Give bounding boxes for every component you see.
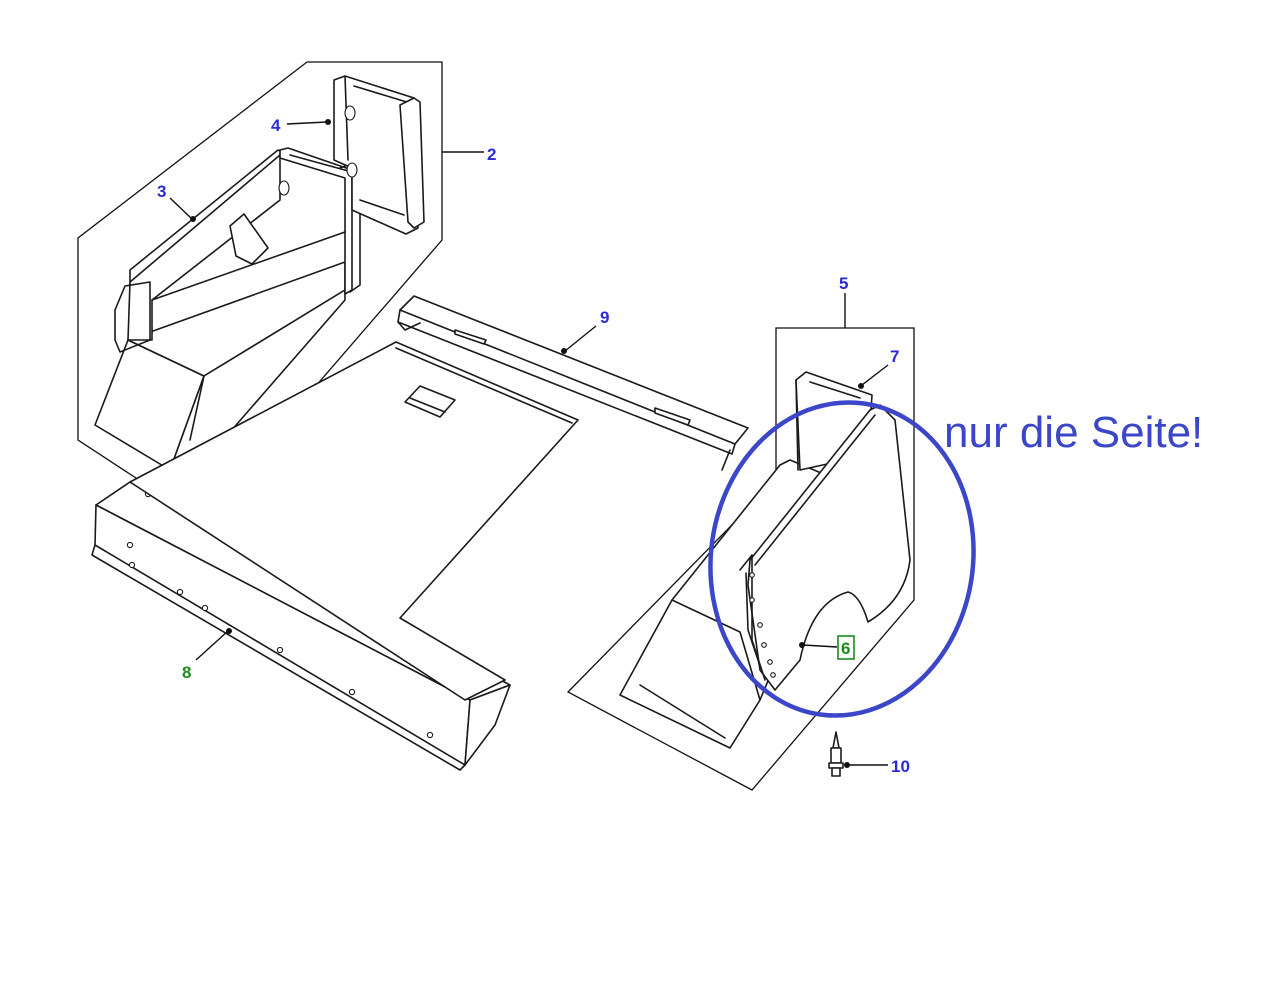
callout-9: 9: [600, 308, 609, 327]
callout-6: 6: [841, 639, 850, 658]
annotation-text: nur die Seite!: [944, 408, 1203, 457]
floor-panel: [129, 341, 579, 701]
callout-6-highlight-box: [837, 635, 855, 660]
callout-4: 4: [271, 116, 281, 135]
callout-3: 3: [157, 182, 166, 201]
annotation-circle: [708, 400, 976, 718]
part-6-side-panel: [739, 404, 911, 691]
part-3-seat-box: [94, 147, 361, 471]
callout-labels: 2 3 4 5 6 7 8 9 10: [157, 116, 910, 776]
callout-8: 8: [182, 663, 191, 682]
callout-7: 7: [890, 347, 899, 366]
part-10-fastener: [828, 731, 844, 777]
callout-5: 5: [839, 274, 848, 293]
part-4-rear-panel: [333, 75, 425, 235]
callout-2: 2: [487, 145, 496, 164]
callout-10: 10: [891, 757, 910, 776]
part-9-rail: [397, 295, 749, 471]
leader-lines: [169, 119, 889, 768]
